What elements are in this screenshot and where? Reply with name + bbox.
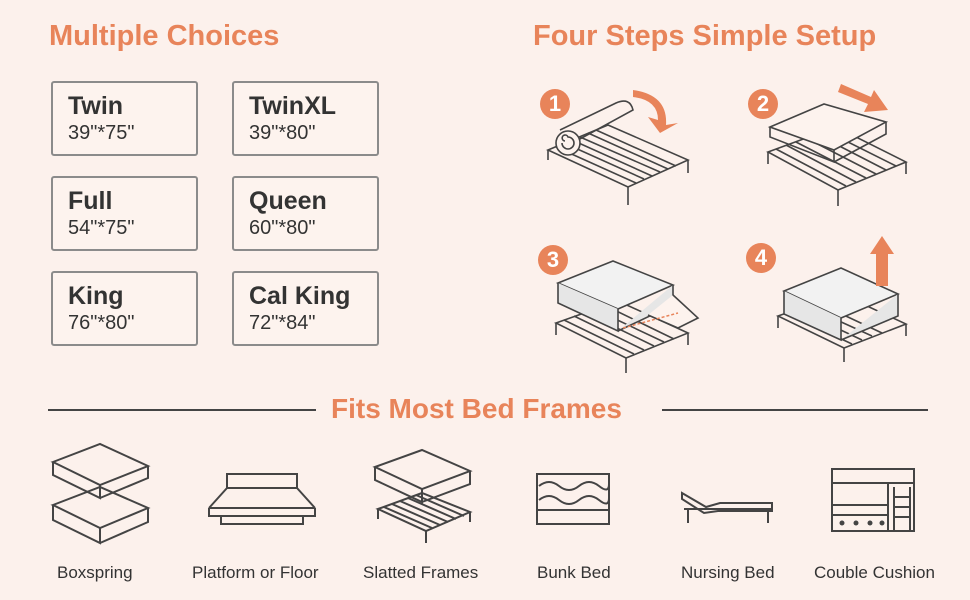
frame-label-platform: Platform or Floor	[192, 563, 319, 582]
size-card-full: Full 54"*75"	[51, 176, 198, 251]
size-card-twinxl: TwinXL 39"*80"	[232, 81, 379, 156]
expand-mattress-illustration	[775, 236, 909, 362]
step-number-badge: 2	[748, 89, 778, 119]
arrow-icon	[838, 84, 888, 112]
unzip-mattress-illustration	[553, 260, 700, 373]
divider-left	[48, 409, 316, 411]
nursing-bed-icon	[681, 491, 773, 523]
setup-steps-title: Four Steps Simple Setup	[533, 20, 877, 52]
setup-step-1: 1	[538, 85, 698, 215]
size-card-queen: Queen 60"*80"	[232, 176, 379, 251]
couble-cushion-icon	[831, 468, 915, 532]
setup-step-4: 4	[746, 236, 916, 371]
size-card-king: King 76"*80"	[51, 271, 198, 346]
boxspring-icon	[50, 442, 151, 545]
slatted-frames-icon	[372, 448, 473, 543]
size-card-cal-king: Cal King 72"*84"	[232, 271, 379, 346]
frame-label-nursing: Nursing Bed	[681, 563, 775, 582]
setup-step-2: 2	[746, 82, 916, 217]
arrow-icon	[633, 90, 678, 133]
step-number-badge: 1	[540, 89, 570, 119]
size-dims: 76"*80"	[68, 312, 135, 334]
size-name: Twin	[68, 92, 124, 120]
platform-floor-icon	[208, 473, 316, 525]
frame-label-boxspring: Boxspring	[57, 563, 133, 582]
size-name: Full	[68, 187, 113, 215]
setup-step-3: 3	[538, 243, 708, 383]
multiple-choices-title: Multiple Choices	[49, 20, 280, 52]
size-dims: 60"*80"	[249, 217, 316, 239]
step-number-badge: 4	[746, 243, 776, 273]
fits-bed-frames-title: Fits Most Bed Frames	[331, 393, 622, 424]
size-dims: 72"*84"	[249, 312, 316, 334]
step-number-badge: 3	[538, 245, 568, 275]
size-name: King	[68, 282, 124, 310]
size-dims: 54"*75"	[68, 217, 135, 239]
size-dims: 39"*80"	[249, 122, 316, 144]
divider-right	[662, 409, 928, 411]
size-name: Queen	[249, 187, 327, 215]
up-arrow-icon	[870, 236, 894, 286]
size-grid: Twin 39"*75" TwinXL 39"*80" Full 54"*75"…	[51, 81, 383, 351]
size-dims: 39"*75"	[68, 122, 135, 144]
bunk-bed-icon	[536, 473, 610, 525]
size-name: TwinXL	[249, 92, 337, 120]
frame-label-slatted: Slatted Frames	[363, 563, 479, 582]
frame-label-bunk: Bunk Bed	[537, 563, 611, 582]
place-mattress-illustration	[766, 84, 908, 206]
size-card-twin: Twin 39"*75"	[51, 81, 198, 156]
frame-label-cushion: Couble Cushion	[814, 563, 935, 582]
size-name: Cal King	[249, 282, 351, 310]
unroll-mattress-illustration	[546, 90, 690, 205]
